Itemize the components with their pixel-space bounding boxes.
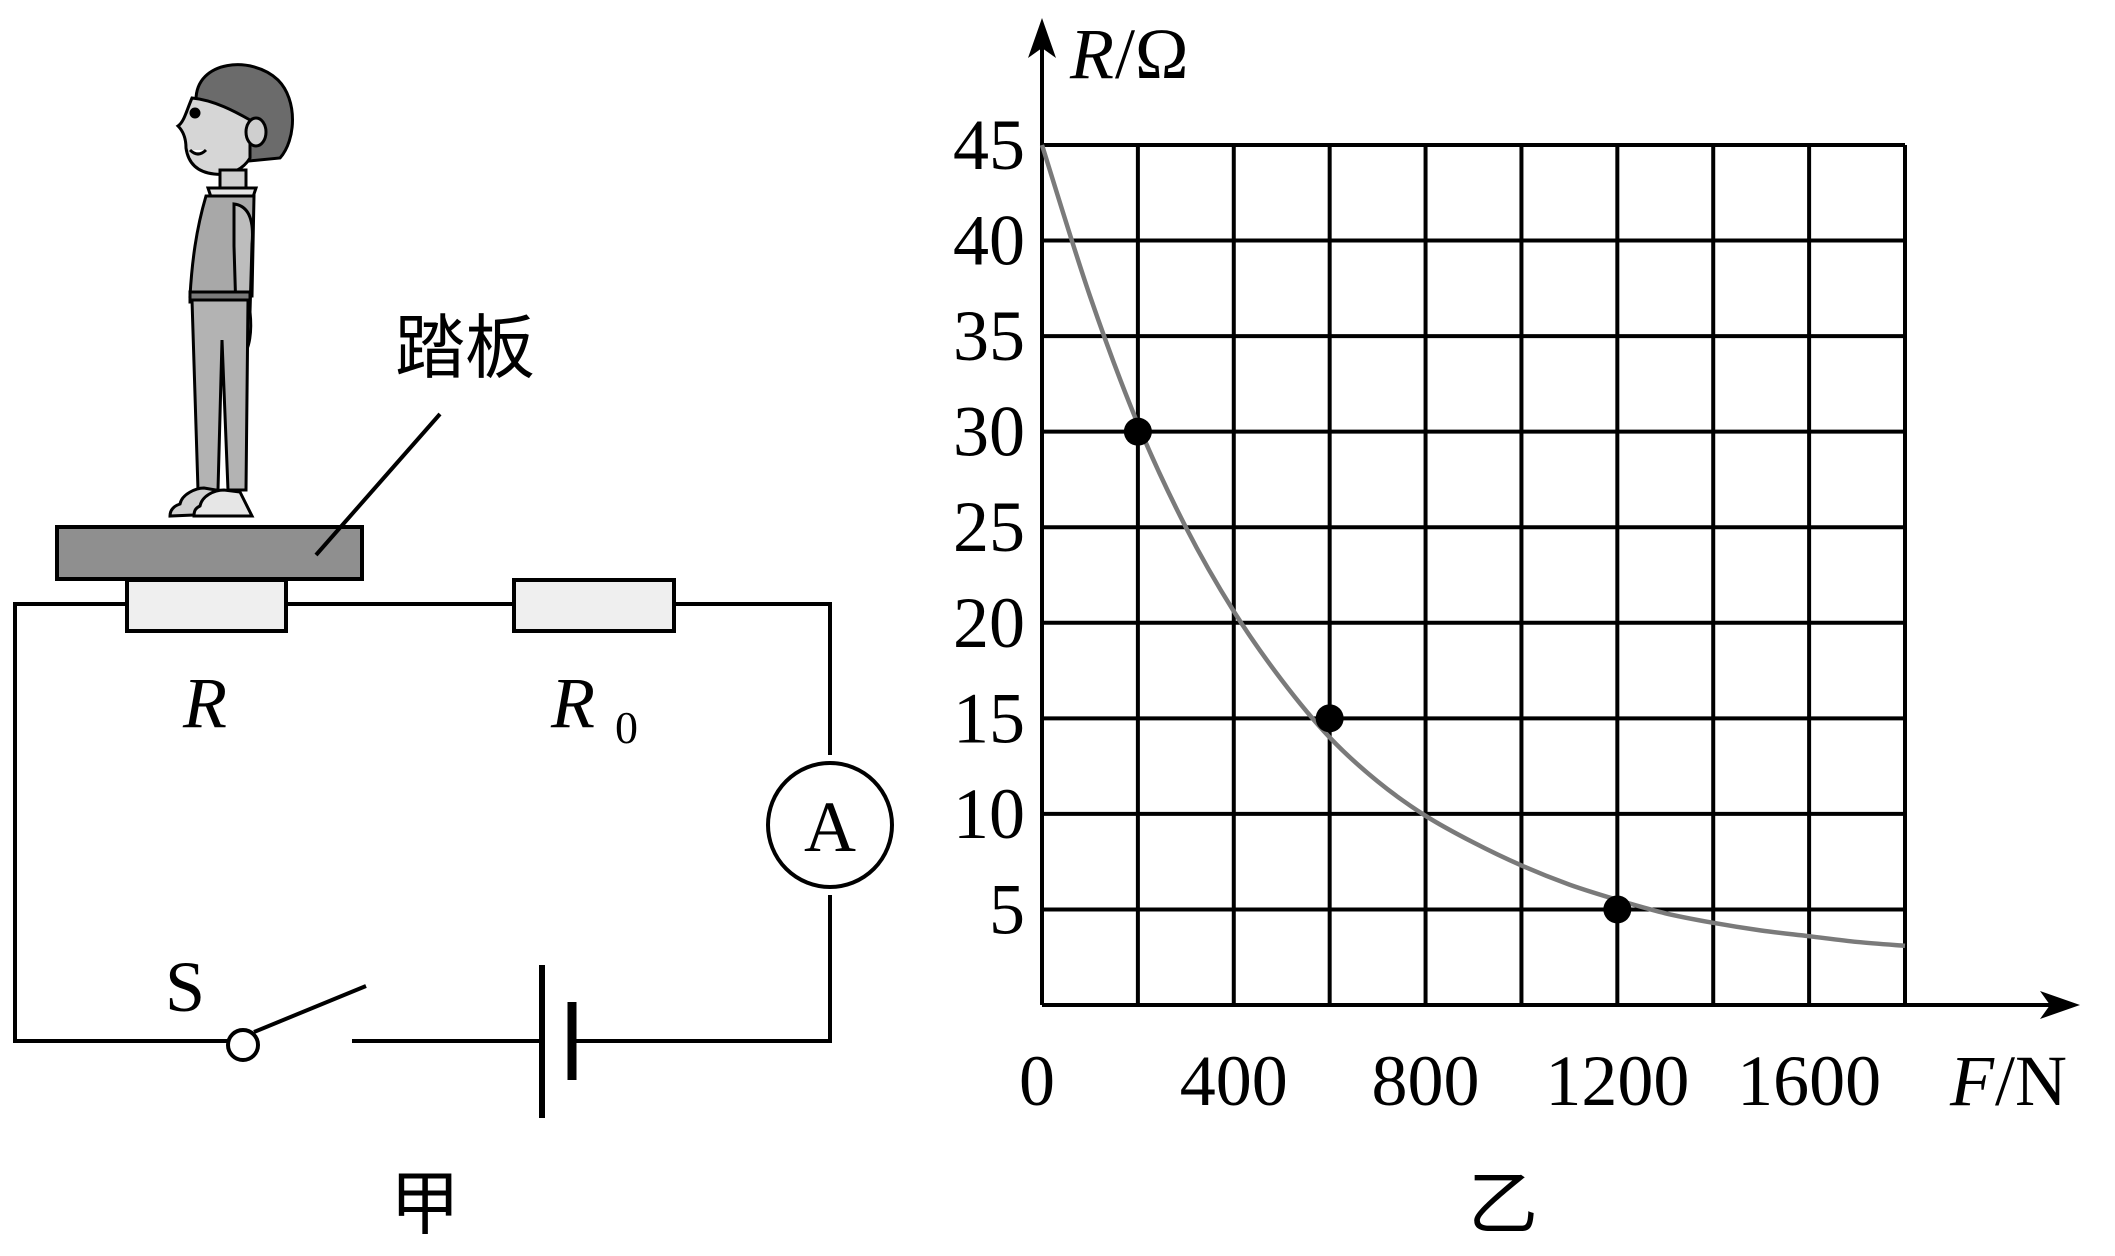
chart-series (1039, 144, 1906, 948)
sensor-resistor (125, 578, 288, 633)
y-tick-label: 25 (953, 487, 1025, 567)
chart-grid (1042, 143, 1907, 1005)
x-tick-label: 400 (1180, 1041, 1288, 1121)
sensor-label: R (182, 663, 227, 743)
y-axis-arrow (1028, 18, 1056, 58)
circuit-diagram (13, 412, 894, 1118)
x-tick-label: 800 (1372, 1041, 1480, 1121)
y-tick-label: 35 (953, 296, 1025, 376)
person-figure (168, 63, 294, 518)
data-point (1603, 895, 1632, 924)
chart-tick-labels: 5 10 15 20 25 30 35 40 45 400 800 1200 1600 (953, 105, 1881, 1121)
x-axis-label-variable: F (1949, 1041, 1995, 1121)
y-tick-label: 20 (953, 583, 1025, 663)
y-tick-label: 40 (953, 201, 1025, 281)
pedal-label: 踏板 (395, 307, 535, 389)
data-point (1315, 704, 1344, 733)
x-axis-arrow (2040, 991, 2080, 1019)
data-point (1123, 417, 1152, 446)
switch-pivot (226, 1028, 260, 1062)
pedal-leader-line (314, 412, 442, 557)
y-tick-label: 10 (953, 774, 1025, 854)
resistor-r0 (512, 578, 676, 633)
figure-b-caption: 乙 (1468, 1163, 1538, 1245)
chart-points (1123, 417, 1632, 924)
pedal-board (55, 525, 364, 581)
switch-lever (253, 984, 367, 1034)
y-tick-label: 30 (953, 392, 1025, 472)
figure-a-caption: 甲 (390, 1163, 460, 1245)
x-tick-label: 1600 (1737, 1041, 1881, 1121)
r-f-curve (1039, 144, 1906, 948)
y-tick-label: 5 (989, 869, 1025, 949)
x-axis-label-unit: /N (1995, 1041, 2067, 1121)
y-tick-label: 15 (953, 678, 1025, 758)
resistor-r0-subscript: 0 (615, 702, 638, 753)
x-tick-label: 1200 (1545, 1041, 1689, 1121)
y-axis-label-variable: R (1069, 14, 1114, 94)
ammeter (766, 761, 894, 889)
switch-label: S (165, 947, 205, 1027)
resistance-force-chart: 5 10 15 20 25 30 35 40 45 400 800 1200 1600 R /Ω F /… (953, 14, 2080, 1245)
chart-axes (1028, 18, 2080, 1019)
origin-label: 0 (1019, 1041, 1055, 1121)
resistor-r0-label: R (550, 663, 595, 743)
y-axis-label-unit: /Ω (1115, 14, 1189, 94)
ammeter-label: A (804, 787, 856, 867)
y-tick-label: 45 (953, 105, 1025, 185)
